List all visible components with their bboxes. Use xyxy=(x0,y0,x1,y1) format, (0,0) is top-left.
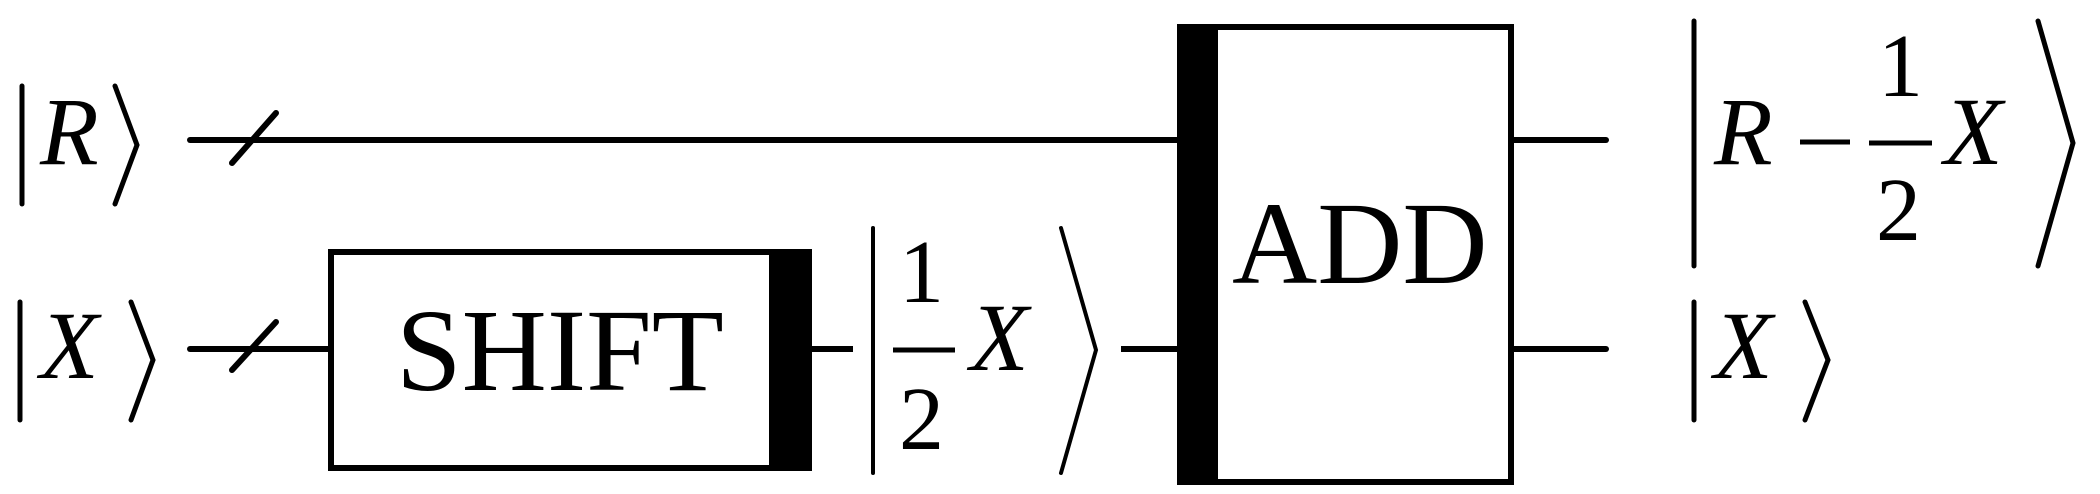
register-slash-r xyxy=(229,110,279,166)
intermediate-numerator: 1 xyxy=(899,223,944,322)
add-gate-box xyxy=(1177,24,1514,485)
output-r-numerator: 1 xyxy=(1878,17,1923,116)
output-x-variable: X xyxy=(1714,292,1773,399)
add-gate-label: ADD xyxy=(1232,178,1488,309)
output-r-variable: X xyxy=(1944,78,2003,185)
ket-angle-input-x xyxy=(128,299,156,423)
shift-gate-box xyxy=(328,249,812,471)
ket-angle-output-r xyxy=(2035,18,2076,269)
shift-gate-thick-edge xyxy=(769,249,811,471)
add-gate-thick-edge xyxy=(1177,24,1218,485)
output-r-denominator: 2 xyxy=(1876,161,1921,260)
ket-angle-input-r xyxy=(112,83,140,207)
register-slash-x xyxy=(229,319,279,373)
input-label-x: X xyxy=(40,292,99,399)
output-r-lhs: R xyxy=(1714,78,1773,185)
intermediate-denominator: 2 xyxy=(899,370,944,469)
ket-angle-output-x xyxy=(1802,299,1831,423)
input-label-r: R xyxy=(40,78,99,185)
ket-angle-intermediate xyxy=(1059,226,1099,475)
intermediate-variable: X xyxy=(970,284,1029,391)
shift-gate-label: SHIFT xyxy=(396,285,724,416)
